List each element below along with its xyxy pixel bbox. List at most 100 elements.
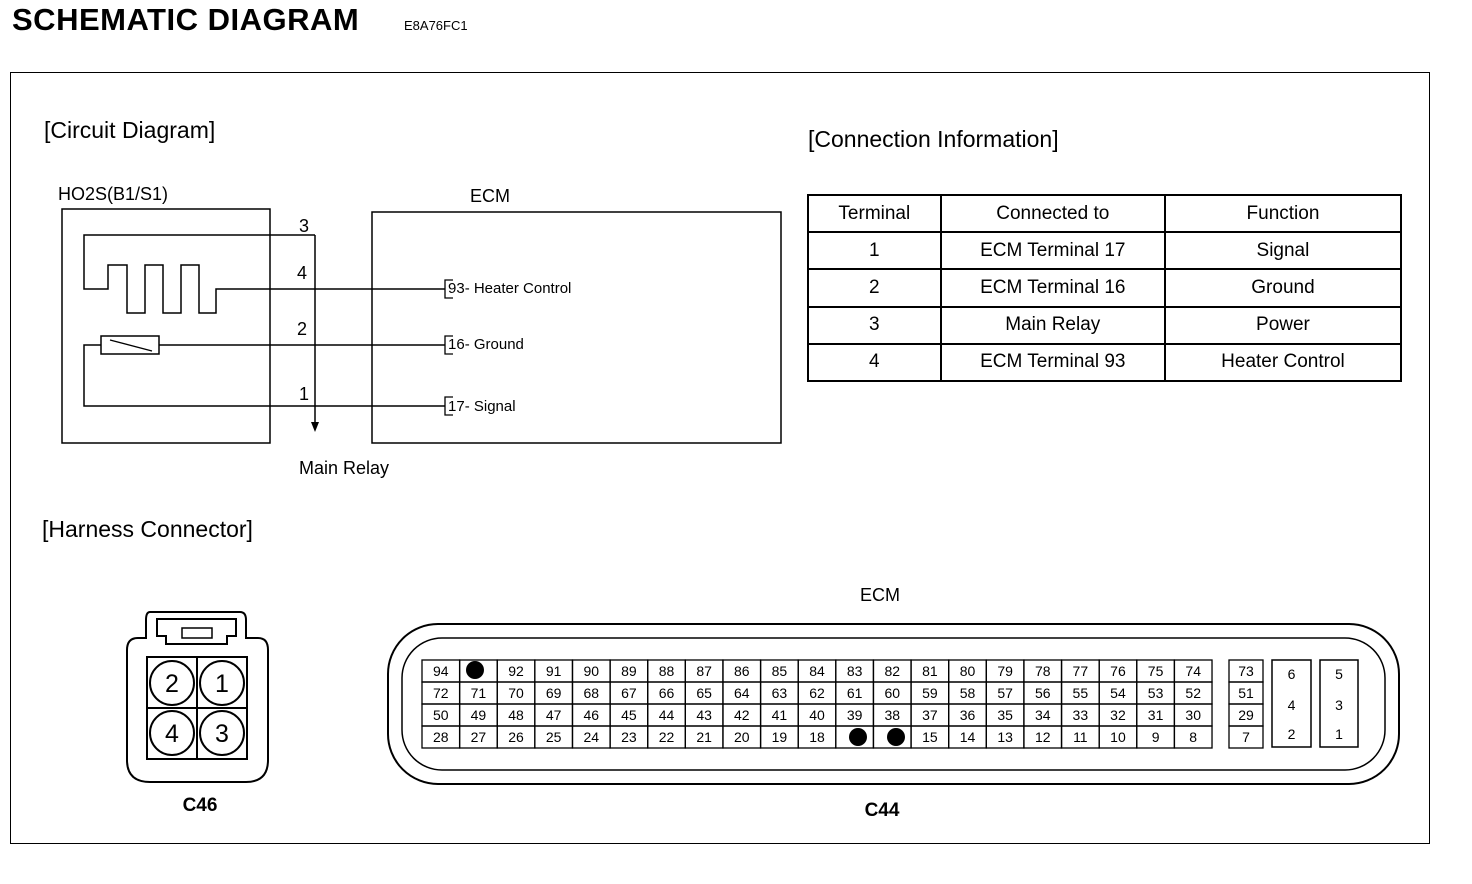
c46-pin-socket bbox=[199, 710, 245, 756]
ecm-pin-number: 23 bbox=[621, 729, 637, 745]
ecm-pin-number: 33 bbox=[1073, 707, 1089, 723]
ecm-pin-number: 25 bbox=[546, 729, 562, 745]
ecm-pin-number: 24 bbox=[584, 729, 600, 745]
ecm-pin-number: 7 bbox=[1242, 729, 1250, 745]
ecm-pin-number: 84 bbox=[809, 663, 825, 679]
c46-pin-socket bbox=[199, 660, 245, 706]
ecm-pin-number: 21 bbox=[696, 729, 712, 745]
ecm-pin-number: 55 bbox=[1073, 685, 1089, 701]
table-row: 1 ECM Terminal 17 Signal bbox=[807, 231, 1403, 271]
small-block-left bbox=[1271, 659, 1312, 748]
ecm-pin-number: 85 bbox=[772, 663, 788, 679]
ecm-pin-number: 34 bbox=[1035, 707, 1051, 723]
ecm-pin-cell bbox=[1173, 725, 1213, 749]
ecm-pin-number: 56 bbox=[1035, 685, 1051, 701]
ecm-pin-number: 45 bbox=[621, 707, 637, 723]
signal-wire bbox=[83, 344, 445, 407]
ecm-pin-number: 77 bbox=[1073, 663, 1089, 679]
ecm-pin-number: 15 bbox=[922, 729, 938, 745]
ecm-pin-number: 75 bbox=[1148, 663, 1164, 679]
ecm-pin-number: 42 bbox=[734, 707, 750, 723]
c46-pin: 1 bbox=[215, 670, 229, 698]
c46-pin: 4 bbox=[165, 720, 179, 748]
ecm-pin-number: 52 bbox=[1185, 685, 1201, 701]
ecm-pin-number: 39 bbox=[847, 707, 863, 723]
ecm-pin-number: 72 bbox=[433, 685, 449, 701]
wire-number-1: 1 bbox=[299, 384, 310, 404]
c46-name: C46 bbox=[182, 795, 218, 816]
ecm-pin-number: 46 bbox=[584, 707, 600, 723]
ecm-pin-number: 11 bbox=[1073, 729, 1088, 745]
ecm-pin-number: 80 bbox=[960, 663, 976, 679]
ecm-pin-cell bbox=[1228, 725, 1264, 749]
cell-connected-to: ECM Terminal 16 bbox=[939, 268, 1166, 308]
header-function: Function bbox=[1163, 193, 1403, 234]
wire-number-4: 4 bbox=[297, 263, 308, 283]
ecm-pin-number: 90 bbox=[584, 663, 600, 679]
cell-terminal: 3 bbox=[807, 305, 942, 345]
ecm-pin-number: 32 bbox=[1110, 707, 1126, 723]
ecm-pin-number: 48 bbox=[508, 707, 524, 723]
ecm-pin-number: 40 bbox=[809, 707, 825, 723]
c46-pin-socket bbox=[149, 710, 195, 756]
ecm-pin-number: 61 bbox=[847, 685, 863, 701]
ecm-pin-number: 91 bbox=[546, 663, 562, 679]
ecm-pin-number: 18 bbox=[809, 729, 825, 745]
connection-info-title: [Connection Information] bbox=[808, 126, 1059, 152]
ecm-pin-number: 64 bbox=[734, 685, 750, 701]
circuit-diagram-title: [Circuit Diagram] bbox=[44, 117, 216, 143]
ecm-connector-inner bbox=[401, 637, 1386, 771]
cell-function: Signal bbox=[1163, 231, 1403, 271]
table-row: 4 ECM Terminal 93 Heater Control bbox=[807, 342, 1403, 383]
ecm-pin-number: 92 bbox=[508, 663, 524, 679]
ecm-pin-number: 22 bbox=[659, 729, 675, 745]
cell-connected-to: ECM Terminal 17 bbox=[939, 231, 1166, 271]
ecm-pin-number: 68 bbox=[584, 685, 600, 701]
ecm-pin-marker bbox=[849, 728, 867, 746]
ecm-pin-number: 35 bbox=[997, 707, 1013, 723]
heater-element bbox=[83, 234, 445, 314]
ecm-pin-number: 94 bbox=[433, 663, 449, 679]
ecm-label: ECM bbox=[470, 186, 510, 206]
cell-terminal: 1 bbox=[807, 231, 942, 271]
ecm-pin-number: 38 bbox=[884, 707, 900, 723]
ecm-pin-number: 41 bbox=[772, 707, 788, 723]
cell-function: Power bbox=[1163, 305, 1403, 345]
ecm-pin-number: 54 bbox=[1110, 685, 1126, 701]
ecm-pin-number: 59 bbox=[922, 685, 938, 701]
ecm-pin-number: 79 bbox=[997, 663, 1013, 679]
table-header-row: Terminal Connected to Function bbox=[807, 193, 1403, 234]
ecm-pin-number: 1 bbox=[1335, 726, 1343, 742]
header-connected-to: Connected to bbox=[939, 193, 1166, 234]
ecm-pin-number: 13 bbox=[997, 729, 1013, 745]
ecm-pin-number: 82 bbox=[884, 663, 900, 679]
ecm-box bbox=[371, 211, 782, 444]
ecm-pin-number: 49 bbox=[471, 707, 487, 723]
pin-16-stub bbox=[444, 335, 453, 355]
ecm-pin-number: 58 bbox=[960, 685, 976, 701]
main-relay-label: Main Relay bbox=[299, 458, 390, 478]
diagram-frame bbox=[10, 72, 1430, 844]
ecm-pin-number: 78 bbox=[1035, 663, 1051, 679]
c46-pin-socket bbox=[149, 660, 195, 706]
ecm-pin-number: 86 bbox=[734, 663, 750, 679]
ecm-pin-number: 89 bbox=[621, 663, 637, 679]
pin-17-stub bbox=[444, 396, 453, 416]
ecm-pin-number: 62 bbox=[809, 685, 825, 701]
c46-housing bbox=[126, 611, 269, 783]
ecm-pin-number: 8 bbox=[1189, 729, 1197, 745]
header-terminal: Terminal bbox=[807, 193, 942, 234]
ecm-pin-number: 37 bbox=[922, 707, 938, 723]
ecm-pin-number: 47 bbox=[546, 707, 562, 723]
ecm-pin-number: 31 bbox=[1148, 707, 1164, 723]
ecm-pin-93: 93- Heater Control bbox=[448, 280, 572, 297]
ecm-pin-number: 74 bbox=[1185, 663, 1201, 679]
ecm-pin-number: 30 bbox=[1185, 707, 1201, 723]
pin-93-stub bbox=[444, 279, 453, 299]
c46-pin: 3 bbox=[215, 720, 229, 748]
cell-terminal: 2 bbox=[807, 268, 942, 308]
sensor-label: HO2S(B1/S1) bbox=[58, 184, 169, 204]
ecm-connector-label: ECM bbox=[860, 585, 900, 605]
